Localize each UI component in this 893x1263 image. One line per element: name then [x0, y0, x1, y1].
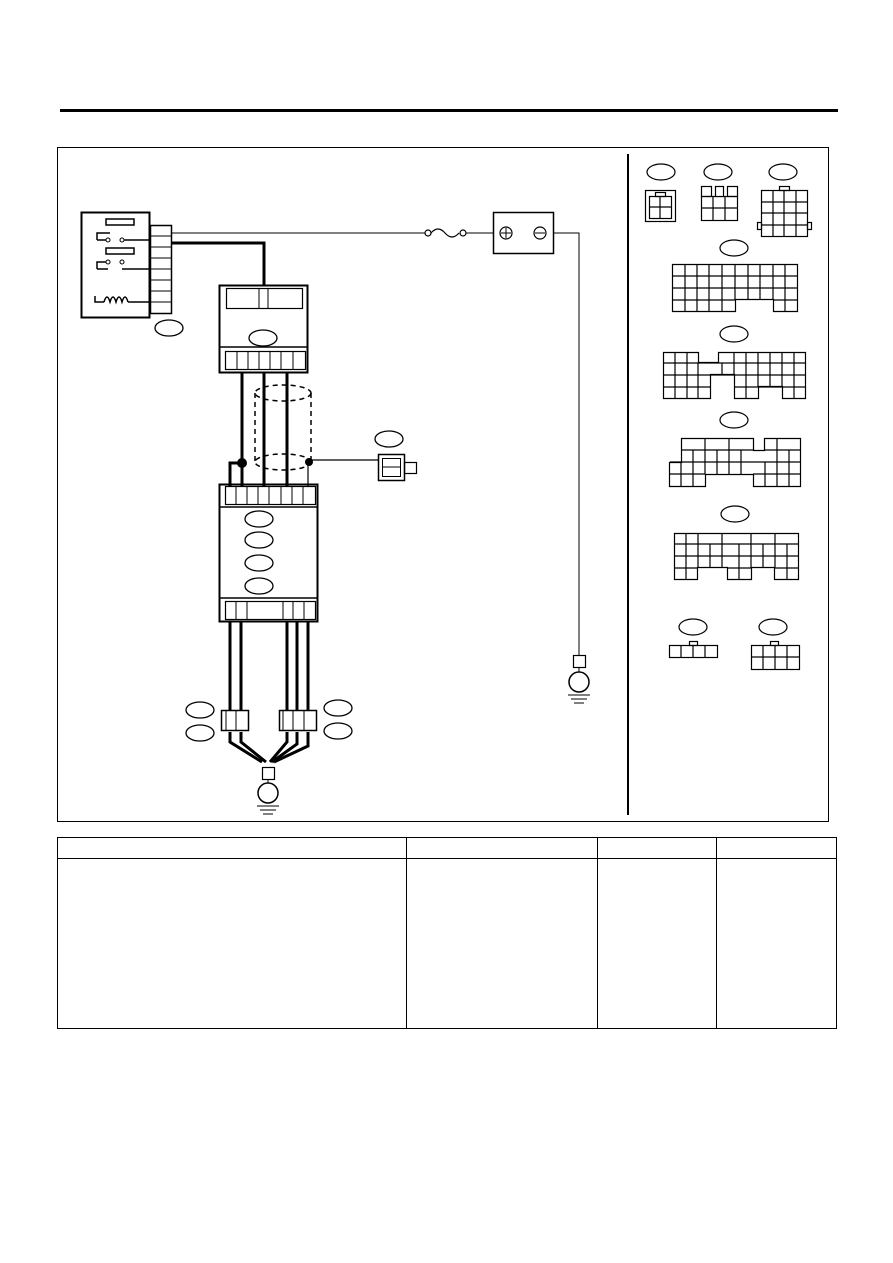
callout-gnd-right-2	[323, 722, 353, 740]
table-cell	[406, 858, 598, 1029]
callout-connector-right	[374, 430, 404, 448]
connector-view-9	[750, 618, 801, 671]
header-rule	[60, 109, 838, 112]
diagnosis-table	[57, 837, 837, 1029]
table-header-cell	[716, 837, 837, 859]
ground-wires	[228, 622, 310, 764]
connector-view-2	[700, 163, 739, 222]
relay-feed-wire	[172, 241, 266, 286]
table-header-cell	[406, 837, 598, 859]
table-header-cell	[57, 837, 407, 859]
relay-block	[80, 211, 173, 319]
signal-wires	[228, 373, 378, 487]
table-cell	[716, 858, 837, 1029]
connector-view-4	[671, 239, 799, 313]
connector-view-1	[644, 163, 677, 223]
middle-unit	[218, 483, 319, 623]
connector-view-7	[673, 505, 800, 581]
connector-view-6	[668, 411, 802, 488]
table-row	[57, 858, 837, 1029]
ground-left	[257, 766, 279, 815]
callout-unit-mid-2	[244, 531, 274, 549]
callout-unit-top	[248, 329, 278, 347]
table-header-cell	[597, 837, 717, 859]
power-wire	[172, 228, 493, 238]
connector-view-3	[756, 163, 813, 238]
callout-gnd-right-1	[323, 699, 353, 717]
battery-ground-wire	[553, 232, 580, 655]
top-unit	[218, 284, 309, 374]
ground-splice-right	[278, 709, 318, 732]
connector-view-5	[662, 325, 807, 400]
table-cell	[597, 858, 717, 1029]
callout-unit-mid-3	[244, 554, 274, 572]
callout-gnd-left-1	[185, 701, 215, 719]
callout-relay	[154, 319, 184, 337]
junction-dot	[237, 458, 247, 468]
ground-right	[568, 654, 590, 704]
shield-connector	[377, 453, 418, 482]
callout-unit-mid-1	[244, 510, 274, 528]
table-cell	[57, 858, 407, 1029]
battery	[492, 211, 555, 255]
diagram-frame	[57, 147, 829, 822]
junction-dot	[305, 458, 313, 466]
table-header-row	[57, 837, 837, 859]
connector-view-8	[668, 618, 719, 659]
callout-unit-mid-4	[244, 577, 274, 595]
ground-splice-left	[220, 709, 250, 732]
callout-gnd-left-2	[185, 724, 215, 742]
